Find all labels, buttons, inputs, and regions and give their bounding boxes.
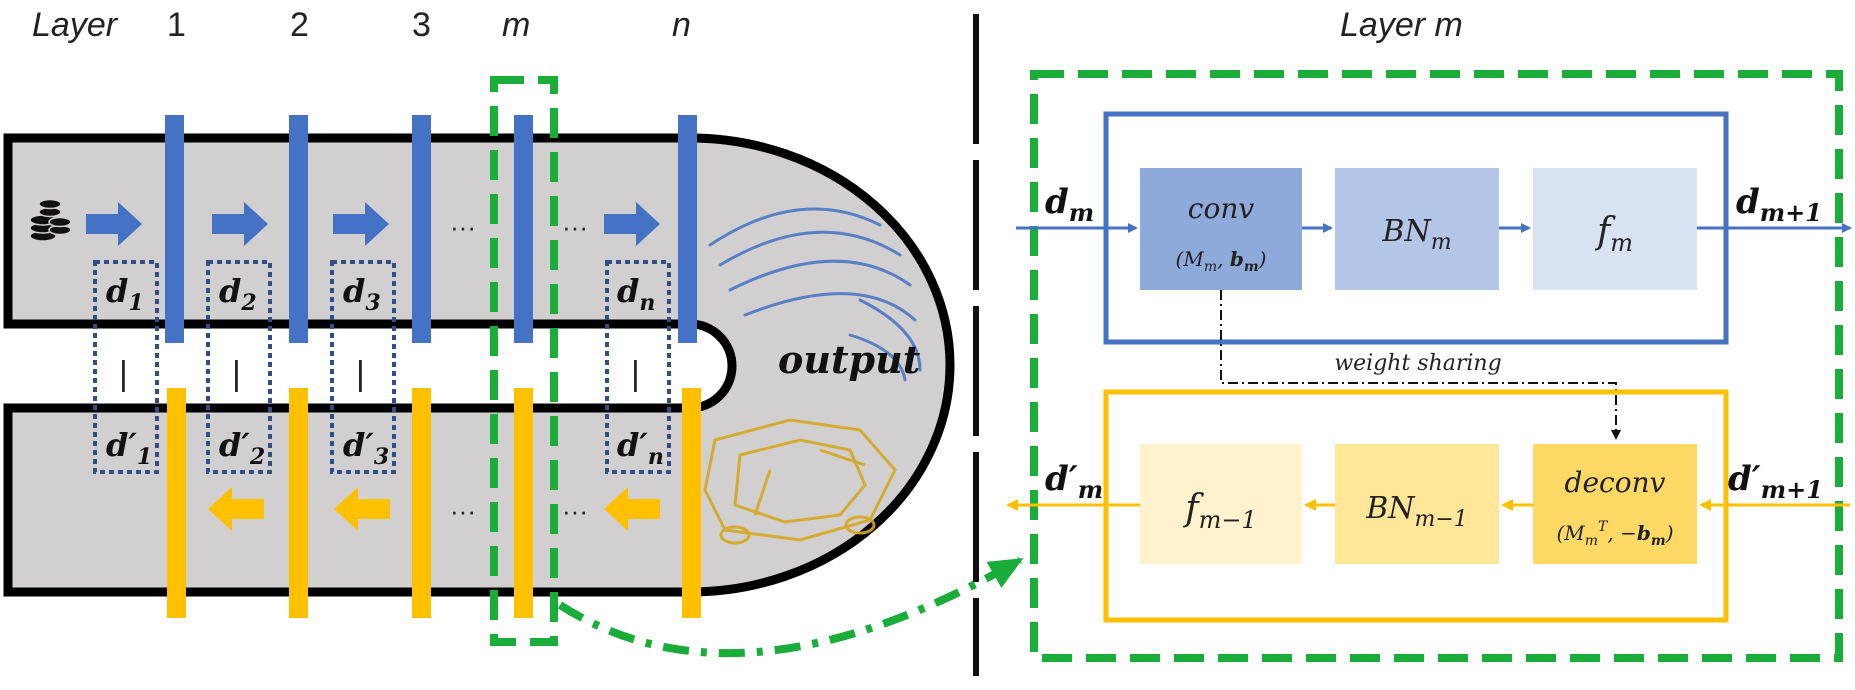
backward-arrow-icon [208, 487, 264, 531]
pair-box-3 [330, 260, 396, 474]
f-top-box [1533, 168, 1697, 290]
f-bottom-box [1140, 444, 1302, 564]
weight-sharing-link [1220, 290, 1621, 440]
pair-box-1 [93, 260, 159, 474]
bn-bottom-box [1335, 444, 1499, 564]
layer-m-title: Layer m [1340, 6, 1463, 44]
output-d-prime-m: d′m [1045, 459, 1103, 504]
backward-arrow-icon [334, 487, 390, 531]
d-prime-label-1: d′1 [106, 426, 152, 470]
car-sketch-illustration [703, 418, 897, 545]
d-label-n: dn [617, 272, 655, 316]
d-prime-label-2: d′2 [219, 426, 265, 470]
layer-m-detail-frame [1030, 70, 1843, 662]
d-label-3: d3 [343, 272, 381, 316]
pair-divider-1: | [119, 355, 128, 393]
d-prime-label-3: d′3 [343, 426, 389, 470]
ellipsis-top-1: ··· [450, 212, 476, 242]
conv-label: conv [1188, 192, 1255, 225]
deconv-box [1533, 444, 1697, 564]
deconv-label: deconv [1565, 466, 1666, 499]
blue-layer-bar-1 [165, 115, 184, 343]
output-d-m-plus-1: dm+1 [1736, 182, 1822, 227]
output-label: output [778, 337, 921, 382]
zoom-connector-arrow [557, 556, 1024, 658]
d-prime-label-n: d′n [617, 426, 664, 470]
pair-box-n [605, 260, 671, 474]
yellow-layer-bar-n [682, 388, 701, 618]
layer-header-label: Layer [32, 6, 119, 44]
blue-layer-bar-3 [412, 115, 431, 343]
bn-top-label: BNm [1381, 214, 1451, 255]
forward-arrow-icon [86, 202, 142, 246]
d-label-1: d1 [106, 272, 144, 316]
ellipsis-bottom-2: ··· [562, 496, 588, 526]
blue-layer-bar-n [678, 115, 697, 343]
weight-sharing-label: weight sharing [1334, 351, 1501, 376]
bn-top-box [1335, 168, 1499, 290]
pair-divider-n: | [631, 355, 640, 393]
forward-arrow-icon [333, 202, 389, 246]
forward-arrow-icon [604, 202, 660, 246]
layer-m-highlight [490, 76, 558, 646]
conv-params: (Mm, bm) [1176, 247, 1267, 275]
database-icon [29, 198, 72, 242]
ellipsis-top-2: ··· [562, 212, 588, 242]
pair-boxes [93, 260, 671, 474]
pair-box-2 [206, 260, 272, 474]
yellow-layer-bar-3 [412, 388, 431, 618]
backward-arrow-icon [604, 487, 660, 531]
layer-index-1: 1 [167, 6, 186, 44]
forward-arrows [86, 202, 660, 246]
yellow-layer-bar-m [514, 388, 533, 618]
conv-box [1140, 168, 1302, 290]
layer-index-2: 2 [290, 6, 309, 44]
d-label-2: d2 [219, 272, 257, 316]
blue-layer-bar-2 [289, 115, 308, 343]
yellow-layer-bar-1 [167, 388, 186, 618]
deconv-params: (MmT, −bm) [1556, 519, 1673, 549]
pair-divider-3: | [356, 355, 365, 393]
layer-index-m: m [502, 6, 530, 44]
yellow-layer-bar-2 [289, 388, 308, 618]
backward-arrows [208, 487, 660, 531]
layer-index-n: n [672, 6, 691, 44]
pair-divider-2: | [232, 355, 241, 393]
lidar-scan-illustration [708, 207, 922, 382]
input-d-m: dm [1045, 182, 1094, 227]
bn-bottom-label: BNm−1 [1365, 491, 1468, 532]
ellipsis-bottom-1: ··· [450, 496, 476, 526]
layer-index-3: 3 [412, 6, 431, 44]
f-bottom-label: fm−1 [1182, 488, 1256, 534]
blue-layer-bar-m [514, 115, 533, 343]
input-d-prime-m-plus-1: d′m+1 [1728, 459, 1823, 504]
forward-arrow-icon [212, 202, 268, 246]
